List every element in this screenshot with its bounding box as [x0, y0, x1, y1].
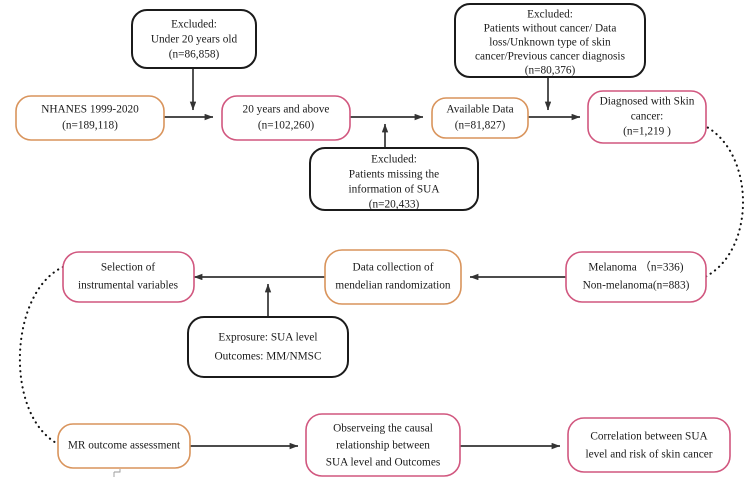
- node-excluded-under-20: Excluded: Under 20 years old (n=86,858): [131, 9, 257, 69]
- node-nhanes-source-shape: [15, 95, 165, 141]
- node-correlation-result-shape: [567, 417, 731, 473]
- node-observing-causal-shape: [305, 413, 461, 477]
- node-exposure-outcomes: Exprosure: SUA level Outcomes: MM/NMSC: [187, 316, 349, 378]
- node-excluded-missing-sua-line-0: Excluded:: [371, 154, 417, 166]
- node-excluded-missing-sua-shape: [309, 147, 479, 211]
- node-excluded-cancer-criteria-line-4: (n=80,376): [525, 65, 576, 77]
- node-nhanes-source-line-0: NHANES 1999-2020: [41, 104, 139, 116]
- node-observing-causal-line-0: Observeing the causal: [333, 423, 433, 435]
- node-observing-causal: Observeing the causal relationship betwe…: [305, 413, 461, 477]
- node-available-data: Available Data (n=81,827): [431, 97, 529, 139]
- node-excluded-under-20-shape: [131, 9, 257, 69]
- node-instrumental-variables: Selection of instrumental variables: [62, 251, 195, 303]
- node-diagnosed-skin-cancer-line-1: cancer:: [631, 111, 664, 123]
- node-instrumental-variables-line-0: Selection of: [101, 262, 156, 274]
- node-correlation-result: Correlation between SUA level and risk o…: [567, 417, 731, 473]
- node-excluded-missing-sua: Excluded: Patients missing the informati…: [309, 147, 479, 211]
- node-exposure-outcomes-shape: [187, 316, 349, 378]
- node-mendelian-data-collection-line-0: Data collection of: [353, 262, 434, 274]
- node-available-data-shape: [431, 97, 529, 139]
- node-mr-outcome-assessment: MR outcome assessment: [57, 423, 191, 477]
- node-excluded-cancer-criteria-line-0: Excluded:: [527, 9, 573, 21]
- node-excluded-cancer-criteria-line-1: Patients without cancer/ Data: [484, 23, 617, 35]
- node-excluded-under-20-line-1: Under 20 years old: [151, 34, 238, 46]
- node-adults-20-plus-shape: [221, 95, 351, 141]
- node-correlation-result-line-0: Correlation between SUA: [590, 431, 708, 443]
- node-mendelian-data-collection-line-1: mendelian randomization: [335, 280, 450, 292]
- node-excluded-missing-sua-line-1: Patients missing the: [349, 169, 439, 181]
- node-melanoma-split-line-0: Melanoma （n=336): [588, 261, 683, 274]
- node-excluded-missing-sua-line-3: (n=20,433): [369, 199, 420, 211]
- node-mr-outcome-assessment-shape: [57, 423, 191, 469]
- node-melanoma-split: Melanoma （n=336) Non-melanoma(n=883): [565, 251, 707, 303]
- node-correlation-result-line-1: level and risk of skin cancer: [585, 449, 712, 461]
- node-mendelian-data-collection: Data collection of mendelian randomizati…: [324, 249, 462, 305]
- node-exposure-outcomes-line-0: Exprosure: SUA level: [218, 332, 317, 344]
- node-available-data-line-1: (n=81,827): [455, 120, 506, 132]
- node-instrumental-variables-line-1: instrumental variables: [78, 280, 178, 292]
- connector-layer: [18, 67, 744, 450]
- node-melanoma-split-line-1: Non-melanoma(n=883): [583, 280, 690, 292]
- node-mr-outcome-assessment-line-0: MR outcome assessment: [68, 440, 181, 452]
- node-nhanes-source-line-1: (n=189,118): [62, 120, 118, 132]
- node-excluded-cancer-criteria-line-3: cancer/Previous cancer diagnosis: [475, 51, 625, 63]
- node-observing-causal-line-1: relationship between: [336, 440, 430, 452]
- node-diagnosed-skin-cancer: Diagnosed with Skin cancer: (n=1,219 ): [587, 90, 707, 144]
- node-excluded-cancer-criteria: Excluded: Patients without cancer/ Data …: [454, 3, 646, 78]
- node-exposure-outcomes-line-1: Outcomes: MM/NMSC: [214, 351, 321, 363]
- node-melanoma-split-shape: [565, 251, 707, 303]
- node-excluded-under-20-line-0: Excluded:: [171, 19, 217, 31]
- dotted-connector-right: [701, 123, 744, 279]
- node-diagnosed-skin-cancer-shape: [587, 90, 707, 144]
- node-adults-20-plus: 20 years and above (n=102,260): [221, 95, 351, 141]
- node-available-data-line-0: Available Data: [446, 104, 513, 116]
- node-observing-causal-line-2: SUA level and Outcomes: [326, 457, 441, 469]
- node-diagnosed-skin-cancer-line-0: Diagnosed with Skin: [600, 96, 695, 108]
- scan-artifact-mark: [113, 469, 121, 477]
- node-nhanes-source: NHANES 1999-2020 (n=189,118): [15, 95, 165, 141]
- node-instrumental-variables-shape: [62, 251, 195, 303]
- node-excluded-cancer-criteria-line-2: loss/Unknown type of skin: [489, 37, 611, 49]
- node-adults-20-plus-line-1: (n=102,260): [258, 120, 314, 132]
- dotted-connector-left: [18, 263, 70, 448]
- node-excluded-under-20-line-2: (n=86,858): [169, 49, 220, 61]
- node-adults-20-plus-line-0: 20 years and above: [243, 104, 330, 116]
- node-diagnosed-skin-cancer-line-2: (n=1,219 ): [623, 126, 671, 138]
- node-excluded-cancer-criteria-shape: [454, 3, 646, 78]
- node-excluded-missing-sua-line-2: information of SUA: [349, 184, 441, 196]
- node-mendelian-data-collection-shape: [324, 249, 462, 305]
